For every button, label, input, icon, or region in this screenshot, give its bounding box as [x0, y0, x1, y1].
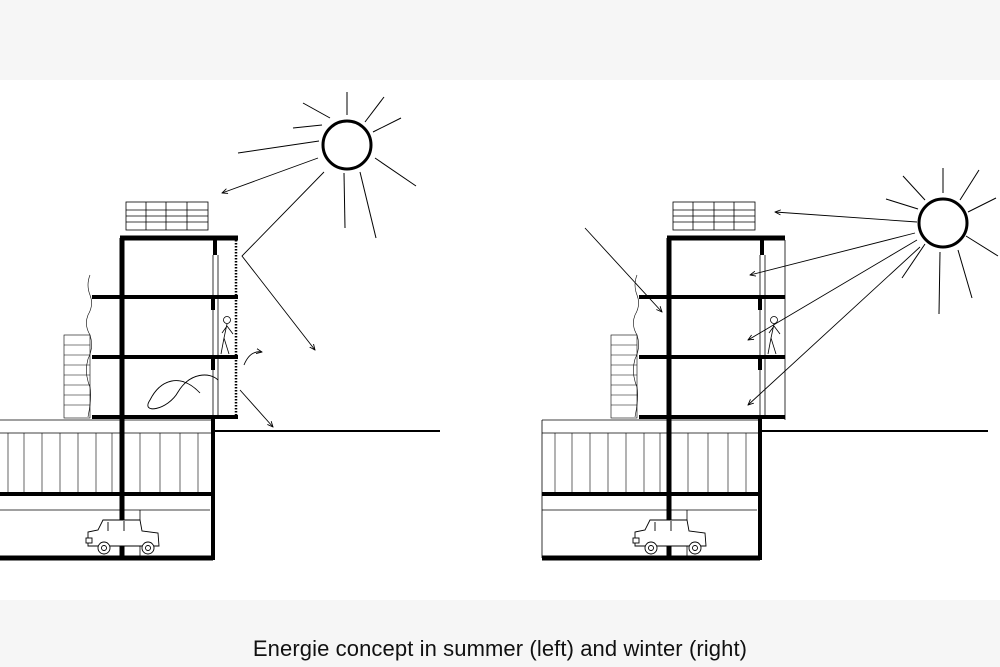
section-drawing-area — [0, 80, 1000, 600]
car-icon — [85, 519, 160, 555]
summer-section — [0, 92, 440, 561]
car-icon — [632, 519, 707, 555]
summer-sun-rays — [222, 157, 325, 427]
solar-panel-icon — [672, 201, 756, 231]
winter-building-frame — [541, 235, 988, 561]
winter-sun-rays — [584, 212, 921, 405]
figure-caption: Energie concept in summer (left) and win… — [252, 636, 748, 661]
sun-icon — [237, 92, 417, 239]
winter-exterior-stair — [610, 274, 639, 419]
section-drawings — [0, 92, 999, 561]
person-icon — [767, 316, 781, 355]
solar-panel-icon — [125, 201, 209, 231]
sun-icon — [885, 168, 999, 315]
person-icon — [220, 316, 234, 355]
summer-building-frame — [0, 235, 440, 561]
winter-section — [541, 168, 999, 561]
summer-basement-hatch — [7, 433, 199, 492]
summer-exterior-stair — [63, 274, 92, 419]
winter-basement-hatch — [554, 433, 747, 492]
summer-air-flow — [147, 374, 219, 410]
